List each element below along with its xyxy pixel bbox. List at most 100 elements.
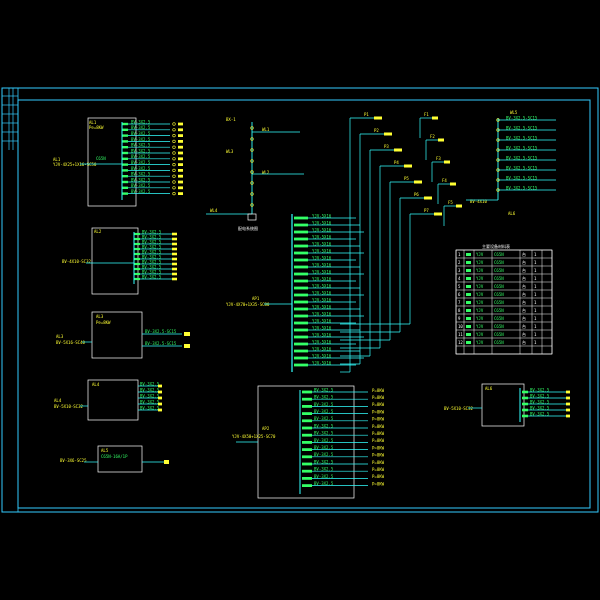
load-symbol [178,192,183,195]
breaker-block [294,293,308,297]
table-cell: 1 [534,308,537,313]
feeder-name: AL3 [56,334,64,339]
load-symbol [178,163,183,166]
breaker-block [122,163,128,166]
outlet-dot [172,163,176,167]
circuit-label: YJV-5X16 [312,333,332,338]
feeder-name: AL1 [53,157,61,162]
riser-node [250,148,254,152]
outlet-dot [172,192,176,196]
table-cell: 4 [458,276,461,281]
breaker-block [294,272,308,276]
table-cell: 3 [458,268,461,273]
breaker-label: C65N-16A/1P [101,454,128,459]
outlet-dot [172,180,176,184]
circuit-power: P=8KW [372,474,385,479]
breaker-block [302,448,312,451]
circuit-label: BV-3X2.5-SC15 [506,125,538,130]
circuit-label: BV-3X2.5-SC15 [506,175,538,180]
riser-tag: P5 [404,176,409,181]
load-symbol [158,408,162,412]
breaker-block [522,390,528,394]
table-symbol [466,333,471,336]
circuit-label: YJV-5X16 [312,242,332,247]
breaker-block [302,477,312,480]
load-symbol [444,160,450,164]
circuit-label: BV-3X2.5 [142,239,162,244]
circuit-label: BV-3X2.5 [142,274,162,279]
breaker-block [302,441,312,444]
circuit-label: BV-3X2.5 [131,160,151,165]
feeder-cable: BV-4X10 [470,199,487,204]
breaker-block [294,237,308,241]
top-tag: WL2 [262,170,270,175]
table-cell: 1 [534,316,537,321]
panel-name: AL5 [101,448,109,453]
load-symbol [566,396,570,400]
table-cell: YJV [476,292,484,297]
table-symbol [466,261,471,264]
circuit-label: YJV-5X16 [312,326,332,331]
top-tag: WL5 [510,110,518,115]
feeder-cable: BV-3X6-SC25 [60,458,87,463]
table-cell: YJV [476,276,484,281]
circuit-label: YJV-5X16 [312,284,332,289]
table-cell: C65N [494,316,504,321]
circuit-label: BV-3X2.5 [142,234,162,239]
circuit-label: BV-3X2.5 [131,189,151,194]
left-margin-strip [1,87,19,513]
table-cell: 台 [522,315,526,321]
breaker-block [294,244,308,248]
breaker-block [522,396,528,400]
circuit-label: BV-3X2.5 [142,249,162,254]
circuit-label: BV-3X2.5 [314,416,334,421]
circuit-label: BV-3X2.5 [142,254,162,259]
table-cell: 台 [522,275,526,281]
table-cell: C65N [494,324,504,329]
breaker-block [302,397,312,401]
breaker-block [122,122,128,126]
circuit-label: BV-3X2.5 [530,405,550,410]
circuit-power: P=8KW [372,431,385,436]
breaker-block [122,151,128,155]
load-symbol [178,180,183,184]
load-symbol [172,242,177,246]
circuit-label: BV-3X2.5 [140,387,160,392]
table-cell: 5 [458,284,461,289]
table-cell: 1 [534,268,537,273]
table-cell: YJV [476,284,484,289]
top-tag: WL4 [210,208,218,213]
panel-name: AL6 [485,386,493,391]
breaker-block [294,251,308,255]
circuit-label: BV-3X2.5 [131,137,151,142]
table-cell: YJV [476,252,484,257]
load-symbol [394,148,402,152]
riser-tag: P4 [394,160,399,165]
table-cell: 2 [458,260,461,265]
circuit-label: BV-3X2.5-SC15 [506,155,538,160]
table-cell: 1 [534,252,537,257]
table-cell: 1 [534,340,537,345]
riser-node [250,137,254,141]
circuit-label: BV-3X2.5 [140,393,160,398]
riser-tag: F3 [436,156,441,161]
circuit-power: P=8KW [372,438,385,443]
load-symbol [172,257,177,261]
table-title: 主要设备材料表 [482,243,510,249]
breaker-block [122,169,128,172]
load-symbol [178,169,183,172]
breaker-block [134,237,140,241]
breaker-block [134,272,140,276]
circuit-power: P=8KW [372,481,385,486]
load-symbol [424,196,432,200]
circuit-label: BV-3X2.5 [131,148,151,153]
circuit-power: P=8KW [372,445,385,450]
table-cell: 台 [522,251,526,257]
circuit-label: YJV-5X16 [312,361,332,366]
circuit-label: BV-3X2.5 [314,395,334,400]
feeder-cable: BV-5X10-SC32 [54,404,83,409]
breaker-block [294,216,308,220]
load-symbol [164,460,169,464]
table-cell: 7 [458,300,461,305]
table-symbol [466,293,471,296]
